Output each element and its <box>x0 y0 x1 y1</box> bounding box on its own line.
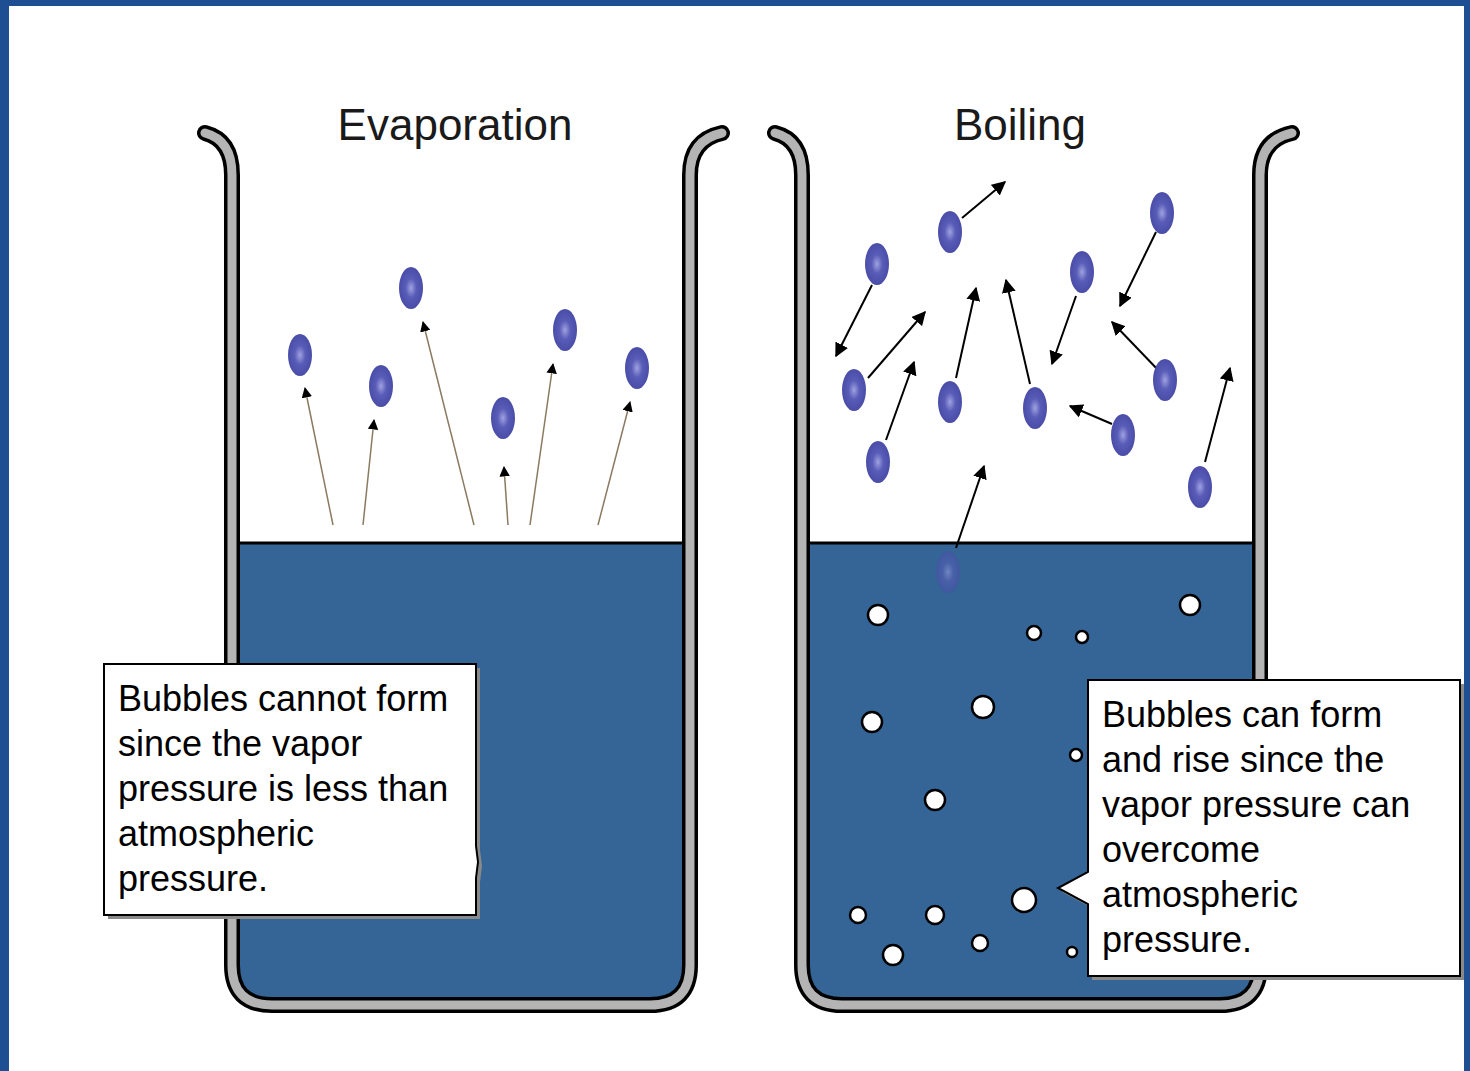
liquid-surface <box>240 542 682 545</box>
callout-box: Bubbles cannot form since the vapor pres… <box>104 664 476 915</box>
callout-border <box>104 664 478 915</box>
callout-text: Bubbles can form and rise since the vapo… <box>1088 680 1460 976</box>
slide-frame <box>0 0 9 1071</box>
slide-frame <box>1464 0 1470 1071</box>
molecule <box>842 192 1212 593</box>
slide-frame <box>0 0 1470 6</box>
beaker-heading: Evaporation <box>338 100 573 150</box>
motion-arrow <box>305 322 630 525</box>
callout-text: Bubbles cannot form since the vapor pres… <box>104 664 476 915</box>
motion-arrow <box>836 182 1230 548</box>
molecule <box>288 267 649 439</box>
callout-box: Bubbles can form and rise since the vapo… <box>1088 680 1460 976</box>
callout-border <box>1058 680 1460 976</box>
beaker-heading: Boiling <box>954 100 1086 150</box>
liquid-surface <box>810 542 1252 545</box>
